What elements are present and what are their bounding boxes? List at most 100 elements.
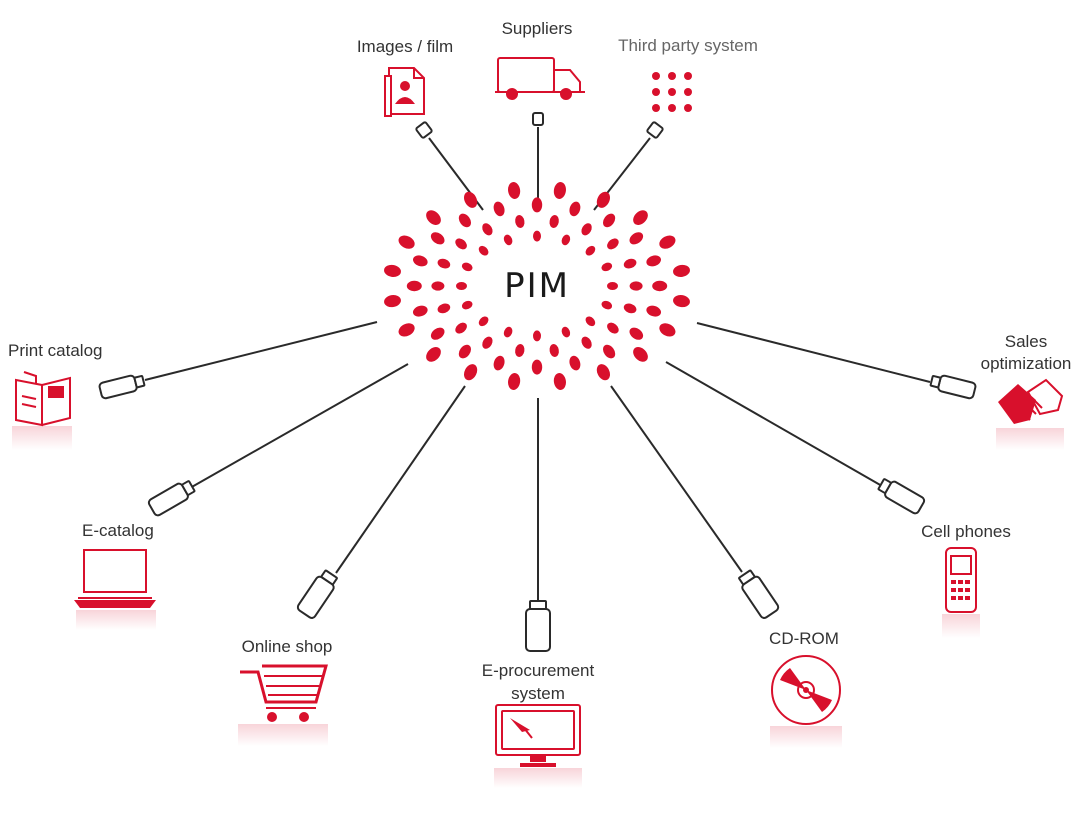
burst-dot [553, 182, 566, 199]
burst-dot [561, 234, 571, 246]
burst-dot [412, 305, 428, 317]
cell-phone-icon [945, 547, 977, 613]
handshake-icon [998, 378, 1064, 424]
burst-dot [531, 359, 543, 375]
burst-dot [633, 347, 648, 362]
e-procurement-label-line1: E-procurement [481, 661, 595, 680]
plug-print-catalog [98, 374, 146, 400]
burst-dot [455, 322, 467, 334]
burst-dot [431, 281, 445, 291]
burst-dot [646, 255, 662, 267]
burst-dot [569, 355, 581, 371]
burst-dot [478, 316, 489, 327]
connector-cell-phones [665, 361, 883, 487]
burst-dot [508, 182, 521, 199]
burst-dot [384, 264, 401, 277]
catalog-book-icon [15, 371, 71, 427]
burst-dot [646, 305, 662, 317]
burst-dot [601, 300, 613, 310]
pim-center-label: PIM [504, 266, 570, 306]
plug-e-procurement [525, 600, 551, 652]
burst-dot [384, 295, 401, 308]
connector-cd-rom [610, 385, 743, 573]
burst-dot [603, 344, 616, 359]
burst-dot [629, 232, 644, 245]
sales-label-line2: optimization [980, 354, 1072, 373]
plug-e-catalog [147, 480, 196, 517]
burst-dot [426, 210, 441, 225]
third-party-label: Third party system [618, 36, 758, 55]
dot-grid-icon [652, 72, 692, 112]
connector-e-catalog [189, 363, 409, 489]
suppliers-label: Suppliers [501, 19, 573, 38]
connector-print-catalog [144, 321, 378, 381]
laptop-icon [74, 549, 156, 608]
plug-images-film [415, 121, 433, 139]
burst-dot [456, 282, 467, 290]
burst-dot [437, 258, 451, 269]
burst-dot [607, 322, 619, 334]
shopping-cart-icon [240, 664, 328, 722]
burst-dot [493, 201, 505, 217]
monitor-icon [495, 704, 581, 767]
burst-dot [561, 326, 571, 338]
burst-dot [607, 282, 618, 290]
burst-dot [533, 330, 541, 342]
burst-dot [464, 364, 478, 381]
plugs [98, 112, 977, 652]
burst-dot [458, 213, 471, 228]
burst-dot [659, 235, 676, 249]
plug-suppliers [532, 112, 544, 126]
burst-dot [398, 323, 415, 337]
burst-dot [596, 191, 610, 208]
burst-dot [533, 230, 541, 242]
icon-reflections [12, 426, 1064, 788]
plug-cd-rom [738, 569, 780, 619]
pim-dot-burst [384, 182, 690, 390]
burst-dot [515, 215, 525, 228]
burst-dot [503, 234, 513, 246]
plug-third-party [646, 121, 664, 139]
burst-dot [652, 280, 668, 292]
burst-dot [581, 336, 592, 349]
burst-dot [633, 210, 648, 225]
burst-dot [629, 327, 644, 340]
burst-dot [515, 344, 525, 357]
plug-sales [929, 374, 977, 400]
burst-dot [482, 223, 493, 236]
burst-dot [569, 201, 581, 217]
burst-dot [607, 238, 619, 250]
e-procurement-label-line2: system [511, 684, 565, 703]
burst-dot [430, 232, 445, 245]
burst-dot [673, 295, 690, 308]
burst-dot [629, 281, 643, 291]
burst-dot [553, 373, 566, 390]
truck-icon [495, 57, 585, 100]
burst-dot [464, 191, 478, 208]
burst-dot [503, 326, 513, 338]
burst-dot [531, 197, 543, 213]
burst-dot [493, 355, 505, 371]
cell-phones-label: Cell phones [921, 522, 1011, 541]
image-file-icon [384, 67, 425, 117]
burst-dot [508, 373, 521, 390]
burst-dot [623, 258, 637, 269]
e-catalog-label: E-catalog [82, 521, 154, 540]
burst-dot [406, 280, 422, 292]
plug-cell-phones [877, 478, 926, 515]
burst-dot [585, 316, 596, 327]
burst-dot [478, 245, 489, 256]
burst-dot [437, 303, 451, 314]
burst-dot [461, 300, 473, 310]
burst-dot [549, 344, 559, 357]
burst-dot [458, 344, 471, 359]
burst-dot [455, 238, 467, 250]
burst-dot [398, 235, 415, 249]
cd-icon [771, 655, 841, 725]
sales-label-line1: Sales [1004, 332, 1048, 351]
burst-dot [581, 223, 592, 236]
burst-dot [426, 347, 441, 362]
burst-dot [603, 213, 616, 228]
